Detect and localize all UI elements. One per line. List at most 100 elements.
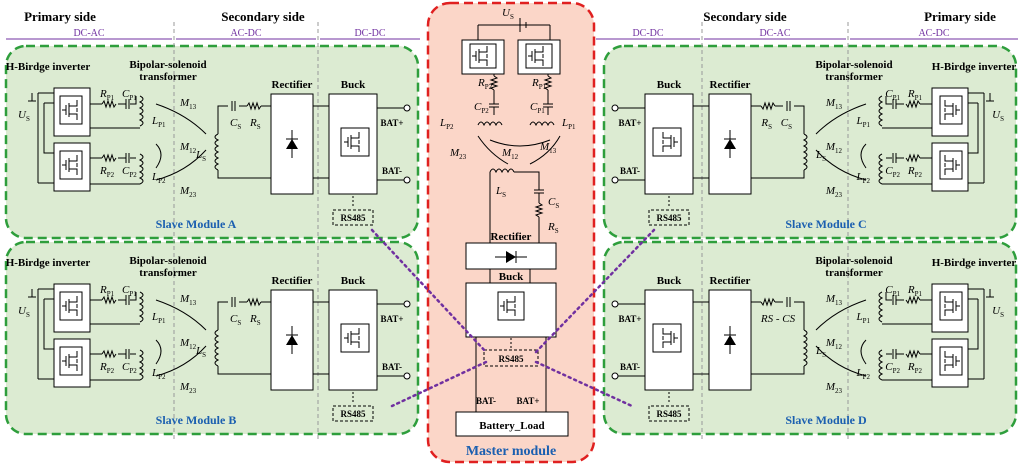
slave-c-bg <box>602 44 1018 240</box>
capacitor-cp2 <box>892 153 897 163</box>
coil-lp1 <box>878 291 884 323</box>
resistor-rs <box>246 297 262 307</box>
symbol-lp1: LP1 <box>855 311 870 325</box>
label-bat-minus: BAT- <box>620 166 640 176</box>
label-transformer-line1: Bipolar-solenoid <box>129 255 206 267</box>
master-inverter-mosfet-1 <box>472 46 488 66</box>
symbol-lp2: LP2 <box>151 367 166 381</box>
label-rectifier: Rectifier <box>710 79 751 91</box>
inverter-mosfet-1 <box>62 296 78 316</box>
coil-ls <box>802 329 808 367</box>
rectifier-out-wires <box>313 105 329 179</box>
buck-mosfet <box>344 132 360 152</box>
mutual-arrow-12 <box>860 339 867 365</box>
mutual-arrow-13 <box>155 299 207 331</box>
symbol-rp1: RP1 <box>907 88 923 102</box>
coil-lp1 <box>138 291 144 323</box>
symbol-cs: CS <box>230 313 241 327</box>
symbol-rp1: RP1 <box>99 284 115 298</box>
symbol-cp2: CP2 <box>122 165 137 179</box>
label-buck: Buck <box>341 275 366 287</box>
symbol-rp2: RP2 <box>907 165 923 179</box>
symbol-rp2: RP2 <box>99 361 115 375</box>
symbol-m13: M13 <box>825 293 843 307</box>
resistor-rp2 <box>905 349 921 359</box>
dc-bus-wires <box>968 288 994 380</box>
link-slave-c <box>534 228 656 354</box>
rs485-box <box>648 209 690 226</box>
dc-bus-wires <box>968 92 994 184</box>
mutual-arrow-12 <box>155 143 162 169</box>
label-bat-minus: BAT- <box>620 362 640 372</box>
rectifier-box <box>270 289 314 391</box>
primary-wires <box>882 292 932 381</box>
master-resistor-rs <box>534 202 544 218</box>
symbol-lp1: LP1 <box>151 115 166 129</box>
coil-lp2 <box>878 153 884 185</box>
symbol-cp2: CP2 <box>122 361 137 375</box>
coil-ls <box>214 329 220 367</box>
master-symbol-cp1: CP1 <box>530 101 545 115</box>
symbol-m23: M23 <box>179 185 197 199</box>
resistor-rs <box>760 101 776 111</box>
section-dc-dc-left: DC-DC <box>354 28 385 39</box>
master-rs485-box <box>483 349 539 367</box>
inverter-mosfet-2 <box>62 155 78 175</box>
symbol-m13: M13 <box>825 97 843 111</box>
coil-lp2 <box>138 349 144 381</box>
header-secondary-left: Secondary side <box>221 9 305 24</box>
label-rs485: RS485 <box>340 409 366 419</box>
symbol-rs: RS <box>249 117 261 131</box>
slave-a-bg <box>4 44 420 240</box>
buck-out-wires <box>617 107 645 181</box>
label-transformer-line1: Bipolar-solenoid <box>815 59 892 71</box>
header-secondary-right: Secondary side <box>703 9 787 24</box>
label-rectifier: Rectifier <box>272 79 313 91</box>
symbol-rp1: RP1 <box>99 88 115 102</box>
label-bat-minus: BAT- <box>382 166 402 176</box>
battery-load-label: Battery_Load <box>479 420 544 432</box>
section-dc-ac-left: DC-AC <box>73 28 104 39</box>
secondary-wires <box>217 301 271 375</box>
resistor-rp2 <box>905 153 921 163</box>
master-symbol-cp2: CP2 <box>474 101 489 115</box>
symbol-m12: M12 <box>825 141 843 155</box>
mutual-arrow-23 <box>155 149 207 181</box>
section-dc-ac-right: DC-AC <box>759 28 790 39</box>
master-mutual-13 <box>529 135 561 165</box>
symbol-lp1: LP1 <box>151 311 166 325</box>
symbol-us: US <box>992 305 1004 319</box>
label-rectifier: Rectifier <box>710 275 751 287</box>
master-symbol-m13: M13 <box>539 141 557 155</box>
symbol-m23: M23 <box>825 185 843 199</box>
slave-circuit <box>611 283 994 422</box>
capacitor-cp1 <box>892 295 897 305</box>
label-bat-plus: BAT+ <box>381 314 404 324</box>
symbol-rs: RS <box>249 313 261 327</box>
symbol-ls: LS <box>195 345 206 359</box>
master-label-bat-plus: BAT+ <box>517 396 540 406</box>
coil-lp2 <box>878 349 884 381</box>
buck-out-wires <box>617 303 645 377</box>
master-symbol-ls: LS <box>495 185 506 199</box>
master-rectifier-diode <box>495 251 527 263</box>
master-coil-ls <box>489 168 515 174</box>
buck-mosfet <box>662 328 678 348</box>
master-symbol-rp2: RP2 <box>477 77 493 91</box>
mutual-arrow-23 <box>815 149 867 181</box>
label-rs485: RS485 <box>340 213 366 223</box>
symbol-cp1: CP1 <box>122 284 137 298</box>
symbol-m23: M23 <box>825 381 843 395</box>
slave-b-bg <box>4 240 420 436</box>
buck-mosfet <box>344 328 360 348</box>
master-symbol-rp1: RP1 <box>531 77 547 91</box>
slave-module-d: H-Birdge inverterBipolar-solenoidtransfo… <box>611 255 1016 427</box>
master-coil-lp2 <box>477 121 503 127</box>
inverter-mosfet-2 <box>62 351 78 371</box>
master-symbol-m23: M23 <box>449 147 467 161</box>
master-dc-bus <box>477 18 551 40</box>
label-inverter: H-Birdge inverter <box>932 61 1017 73</box>
rectifier-diode <box>724 130 736 158</box>
